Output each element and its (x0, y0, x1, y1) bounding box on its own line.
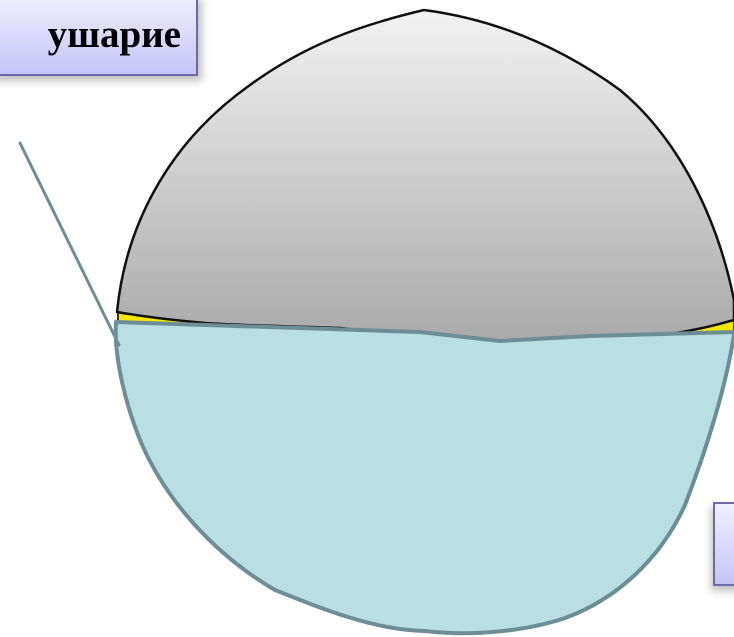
upper-hemisphere (115, 8, 734, 346)
lower-hemisphere (113, 320, 734, 636)
label-pointer-line (18, 141, 121, 347)
top-hemisphere-label: ушарие (0, 0, 198, 76)
bottom-right-label (713, 502, 734, 586)
